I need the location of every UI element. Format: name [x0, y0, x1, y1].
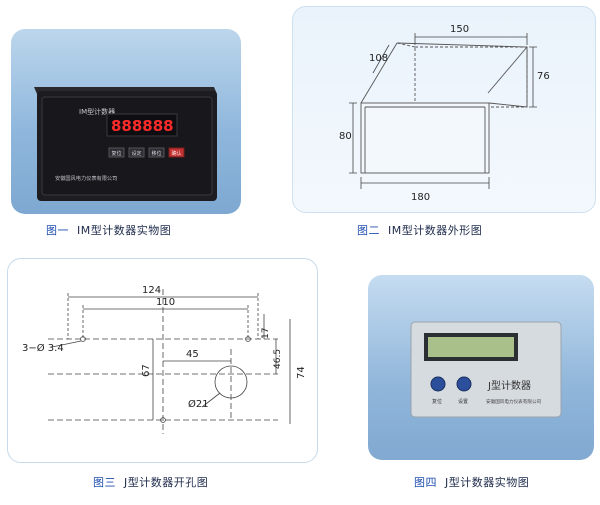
dim-top-offset: 17: [261, 328, 271, 339]
j-button-label: 设置: [458, 398, 468, 405]
caption-number: 图三: [93, 476, 116, 489]
im-counter-photo: IM型计数器 888888 复位 设定 移位 确认 安徽国风电力仪表有限公司: [34, 87, 217, 201]
dim-h1: 46.5: [273, 349, 283, 369]
im-maker-label: 安徽国风电力仪表有限公司: [55, 174, 117, 182]
outline-drawing: 150 108 76 80 180: [339, 24, 550, 203]
dim-h-mid: 45: [186, 349, 199, 360]
caption-fig1: 图一 IM型计数器实物图: [46, 222, 171, 238]
dim-round-hole: Ø21: [188, 398, 209, 410]
j-maker-label: 安徽国风电力仪表有限公司: [486, 398, 542, 405]
led-display: 888888: [111, 117, 174, 135]
dim-v-mid: 67: [141, 364, 152, 377]
caption-text: J型计数器实物图: [445, 476, 530, 489]
im-button-label: 设定: [132, 150, 142, 157]
caption-number: 图一: [46, 224, 69, 237]
caption-text: IM型计数器实物图: [77, 224, 172, 237]
lcd-display: [428, 337, 514, 357]
dim-inner: 110: [156, 297, 175, 308]
caption-fig2: 图二 IM型计数器外形图: [357, 222, 482, 238]
im-buttons: 复位 设定 移位 确认: [108, 147, 185, 158]
cutout-drawing: 124 110 3−Ø 3.4 45 67 Ø21 17 46.5 74: [22, 285, 307, 434]
j-counter-photo-panel: 复位 设置 J型计数器 安徽国风电力仪表有限公司: [368, 275, 594, 460]
caption-text: IM型计数器外形图: [388, 224, 483, 237]
im-counter-photo-panel: IM型计数器 888888 复位 设定 移位 确认 安徽国风电力仪表有限公司: [11, 29, 241, 214]
cutout-drawing-panel: 124 110 3−Ø 3.4 45 67 Ø21 17 46.5 74: [7, 258, 318, 463]
caption-fig4: 图四 J型计数器实物图: [414, 474, 529, 490]
svg-text:888888: 888888: [111, 117, 174, 135]
caption-number: 图二: [357, 224, 380, 237]
j-button-label: 复位: [432, 398, 442, 405]
im-device-label: IM型计数器: [79, 107, 115, 116]
dim-overall: 124: [142, 285, 161, 296]
caption-text: J型计数器开孔图: [124, 476, 209, 489]
outline-drawing-panel: 150 108 76 80 180: [292, 6, 596, 213]
dim-h2: 74: [296, 366, 307, 379]
dim-front-height: 80: [339, 131, 352, 142]
dim-height: 76: [537, 71, 550, 82]
dim-depth: 108: [369, 53, 388, 64]
im-button-label: 确认: [172, 150, 182, 157]
dim-front-width: 180: [411, 192, 430, 203]
dim-width: 150: [450, 24, 469, 35]
im-button-label: 复位: [112, 150, 122, 157]
j-counter-photo: 复位 设置 J型计数器 安徽国风电力仪表有限公司: [410, 321, 562, 418]
caption-number: 图四: [414, 476, 437, 489]
im-button-label: 移位: [152, 150, 162, 157]
j-device-label: J型计数器: [487, 379, 531, 392]
caption-fig3: 图三 J型计数器开孔图: [93, 474, 208, 490]
j-buttons: 复位 设置: [430, 376, 472, 405]
dim-hole-spec: 3−Ø 3.4: [22, 342, 64, 354]
